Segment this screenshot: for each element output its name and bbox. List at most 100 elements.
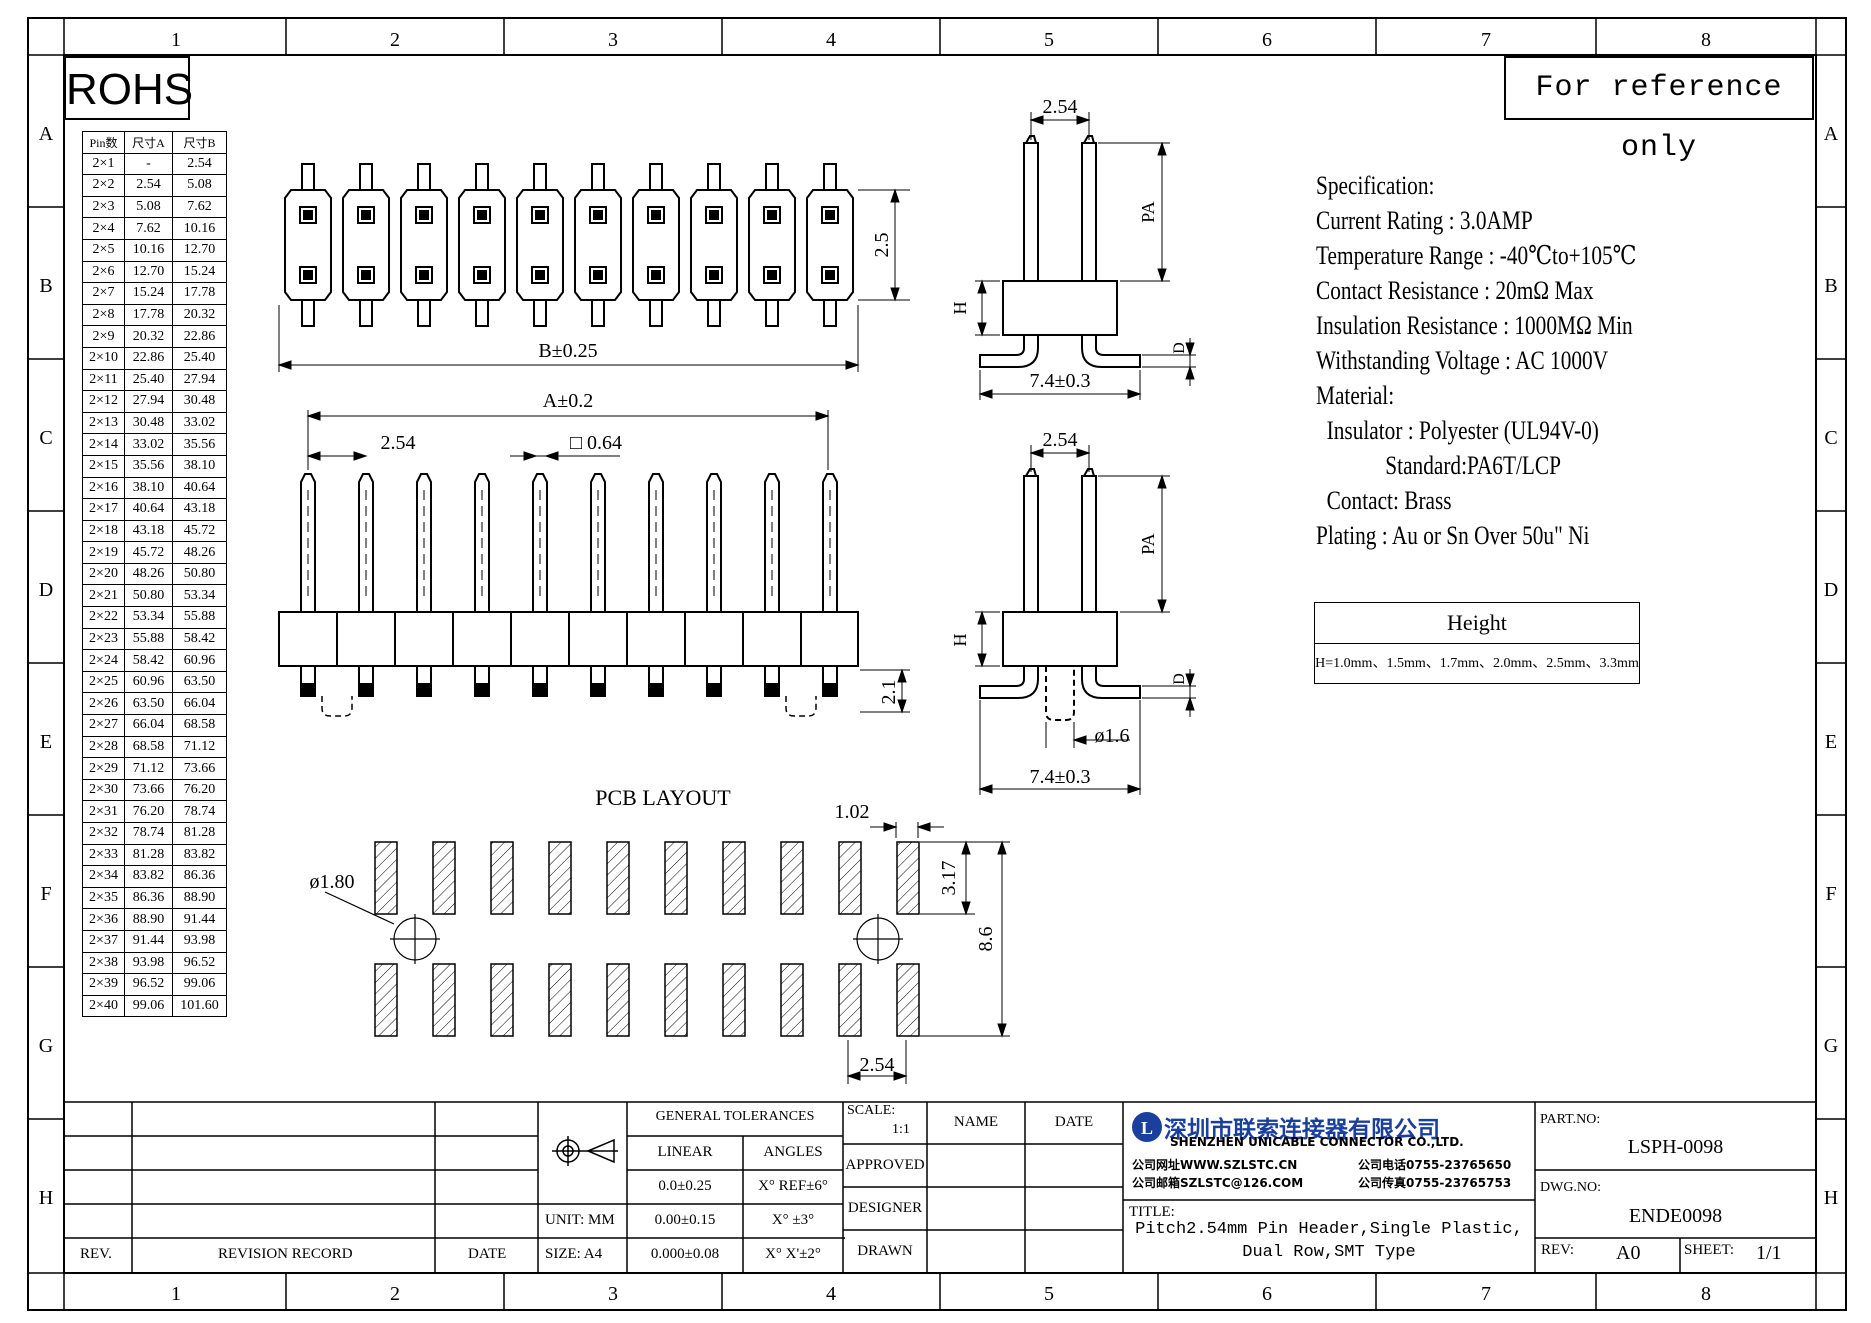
spec-line: Specification:	[1316, 171, 1435, 200]
size-a-cell: 48.26	[124, 562, 173, 586]
top-view-pin	[763, 206, 781, 224]
front-view-pin-tail-tip	[708, 683, 720, 697]
size-b-cell: 71.12	[172, 735, 227, 759]
col-label-7: 7	[1481, 29, 1491, 51]
title-block-grid	[63, 1101, 1817, 1274]
pin-table-header-size-a: 尺寸A	[124, 131, 173, 154]
pin-count-cell: 2×33	[82, 843, 125, 867]
pin-count-cell: 2×30	[82, 778, 125, 802]
pin-count-cell: 2×40	[82, 994, 125, 1018]
size-b-cell: 86.36	[172, 865, 227, 888]
size-b-cell: 20.32	[172, 303, 227, 327]
pin-count-cell: 2×7	[82, 282, 125, 305]
pcb-pad	[432, 841, 456, 915]
company-logo-icon: L	[1132, 1112, 1162, 1142]
top-view-pin-core	[535, 270, 545, 280]
pcb-pad	[780, 841, 804, 915]
top-view-pin	[647, 266, 665, 284]
dim-pin-square: □ 0.64	[570, 432, 622, 454]
size-b-cell: 91.44	[172, 908, 227, 931]
size-a-cell: 35.56	[124, 454, 173, 478]
sheet-label: SHEET:	[1684, 1242, 1735, 1258]
top-view-pin-end	[707, 299, 721, 327]
size-b-cell: 22.86	[172, 325, 227, 348]
spec-line: Insulator : Polyester (UL94V-0)	[1316, 416, 1599, 445]
size-b-cell: 33.02	[172, 411, 227, 435]
top-view-pin-core	[419, 210, 429, 220]
top-view-pin-core	[535, 210, 545, 220]
pin-count-cell: 2×10	[82, 346, 125, 370]
size-a-cell: 38.10	[124, 476, 173, 500]
size-a-cell: 12.70	[124, 260, 173, 284]
pin-table-header-size-b: 尺寸B	[172, 131, 227, 154]
size-b-cell: 50.80	[172, 562, 227, 586]
front-view-pin	[474, 473, 490, 612]
top-view-pin	[531, 266, 549, 284]
pin-count-cell: 2×4	[82, 217, 125, 240]
size-b-cell: 60.96	[172, 649, 227, 672]
pcb-pad	[548, 841, 572, 915]
row-label-h: H	[39, 1187, 53, 1209]
dim-pad-width: 1.02	[835, 801, 870, 823]
pin-count-cell: 2×9	[82, 325, 125, 348]
approved-label: APPROVED	[845, 1157, 925, 1173]
col-label-3-bottom: 3	[608, 1283, 618, 1305]
top-view-pin-end	[649, 299, 663, 327]
size-a-cell: 81.28	[124, 843, 173, 867]
dim-d: D	[1171, 342, 1188, 354]
front-view-pin	[532, 473, 548, 612]
size-b-cell: 96.52	[172, 951, 227, 975]
pin-count-cell: 2×17	[82, 498, 125, 521]
size-a-cell: 5.08	[124, 195, 173, 219]
dim-side-width-bottom: 7.4±0.3	[1030, 766, 1091, 788]
dim-d-lower: D	[1171, 673, 1188, 685]
top-view-pin-end	[591, 299, 605, 327]
size-a-cell: 76.20	[124, 800, 173, 823]
row-label-h-right: H	[1824, 1187, 1838, 1209]
size-a-cell: 68.58	[124, 735, 173, 759]
pcb-layout-title: PCB LAYOUT	[595, 785, 731, 810]
pin-count-cell: 2×24	[82, 649, 125, 672]
pcb-pad	[896, 841, 920, 915]
spec-line: Temperature Range : -40℃to+105℃	[1316, 241, 1637, 270]
company-phone: 公司电话0755-23765650	[1358, 1158, 1512, 1172]
top-view-pin-core	[419, 270, 429, 280]
front-view-post	[785, 696, 817, 717]
pcb-pad	[432, 963, 456, 1037]
col-label-5: 5	[1044, 29, 1054, 51]
size-a-cell: 22.86	[124, 346, 173, 370]
pcb-pad	[606, 963, 630, 1037]
pin-count-cell: 2×38	[82, 951, 125, 975]
col-label-8: 8	[1701, 29, 1711, 51]
top-view-pin	[647, 206, 665, 224]
top-view-pin	[763, 266, 781, 284]
size-a-cell: -	[124, 152, 173, 176]
top-view-pin-core	[709, 270, 719, 280]
row-label-c-right: C	[1824, 427, 1837, 449]
tolerance-linear-3: 0.000±0.08	[650, 1246, 720, 1262]
size-label: SIZE: A4	[545, 1246, 603, 1262]
size-a-cell: 10.16	[124, 238, 173, 262]
sheet-value: 1/1	[1756, 1242, 1782, 1264]
front-view-post	[321, 696, 353, 717]
front-view-pin-tail-tip	[418, 683, 430, 697]
pcb-pads	[374, 841, 920, 1037]
dim-b-width: B±0.25	[538, 340, 597, 362]
front-view	[278, 473, 859, 717]
projection-symbol	[552, 1136, 618, 1166]
top-view	[284, 163, 854, 327]
size-a-cell: 66.04	[124, 714, 173, 737]
company-website: 公司网址WWW.SZLSTC.CN	[1132, 1158, 1298, 1172]
top-view-pin	[299, 206, 317, 224]
row-label-d: D	[39, 579, 53, 601]
